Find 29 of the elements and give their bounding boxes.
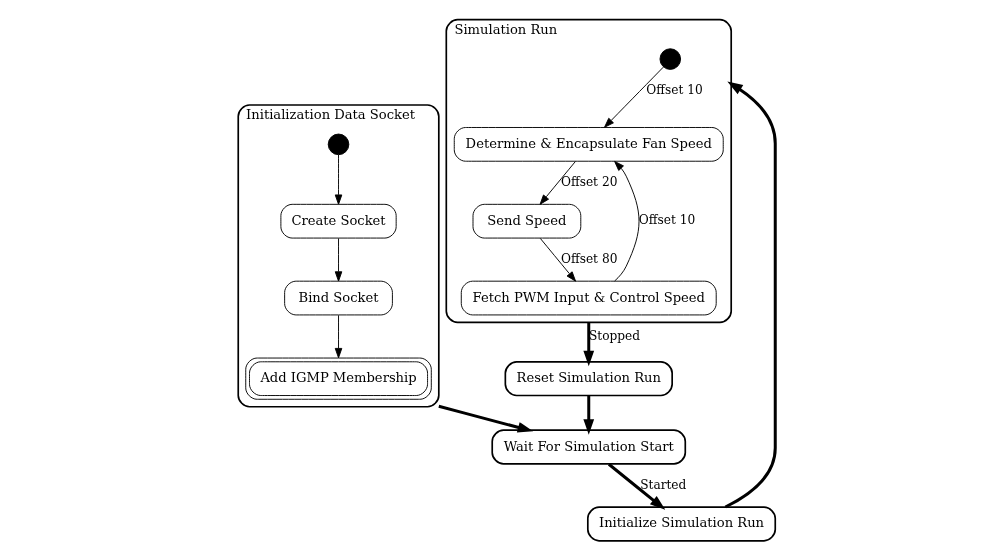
node-box: Send Speed xyxy=(472,203,581,239)
edge-label: Started xyxy=(639,477,686,492)
edge-label: Offset 10 xyxy=(645,83,703,98)
node-box: Add IGMP Membership xyxy=(244,357,432,400)
node-box: Determine & Encapsulate Fan Speed xyxy=(453,127,724,162)
node-box: Reset Simulation Run xyxy=(504,360,673,397)
edge-label: Offset 80 xyxy=(560,251,617,266)
node-circle xyxy=(659,48,681,70)
arrow xyxy=(334,314,342,359)
arrow xyxy=(582,322,594,367)
node-box: Create Socket xyxy=(279,203,397,239)
arrow xyxy=(724,81,777,509)
node-box: Initialize Simulation Run xyxy=(586,506,776,542)
arrow xyxy=(334,237,342,282)
node-box: Fetch PWM Input & Control Speed xyxy=(460,280,717,316)
edge-label: Offset 20 xyxy=(560,174,617,189)
node-box: Bind Socket xyxy=(283,280,393,316)
node-box: Wait For Simulation Start xyxy=(490,429,686,465)
arrow xyxy=(603,66,664,128)
edge-label: Stopped xyxy=(588,328,640,343)
edge-label: Offset 10 xyxy=(638,213,695,228)
arrow xyxy=(334,154,342,205)
arrow xyxy=(607,463,665,510)
arrow xyxy=(582,395,594,435)
arrow xyxy=(539,237,576,282)
arrow xyxy=(613,160,639,282)
arrow xyxy=(539,161,576,205)
node-circle xyxy=(327,133,349,156)
arrow xyxy=(437,404,533,433)
